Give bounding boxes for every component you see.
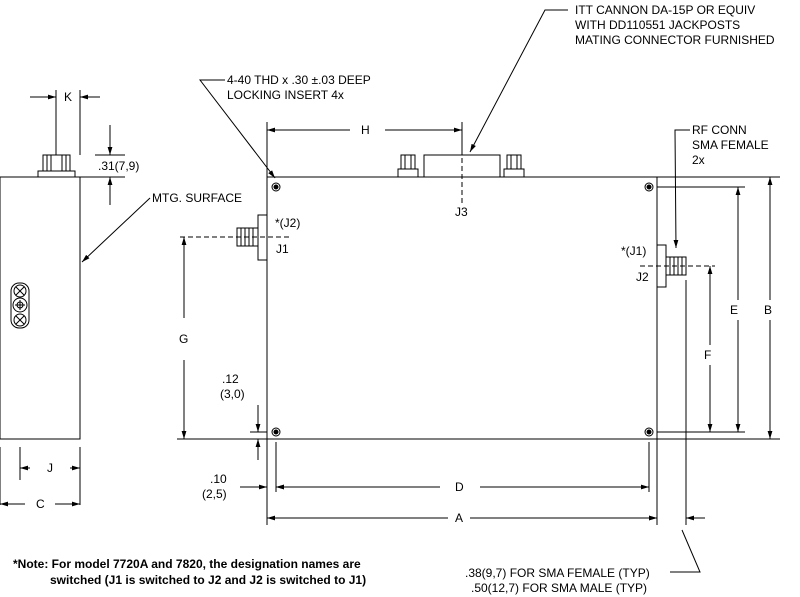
connector-callout-line1: ITT CANNON DA-15P OR EQUIV	[575, 3, 756, 17]
note-line2: switched (J1 is switched to J2 and J2 is…	[50, 573, 367, 587]
connector-callout-line3: MATING CONNECTOR FURNISHED	[575, 33, 775, 47]
dim-e: E	[730, 303, 739, 317]
mounting-holes	[271, 182, 654, 437]
rf-callout-line2: SMA FEMALE	[692, 138, 769, 152]
mtg-surface-label: MTG. SURFACE	[152, 191, 243, 205]
label-j2-alt: *(J1)	[621, 244, 647, 258]
dim-c: C	[36, 497, 45, 511]
dim-j: J	[47, 461, 53, 475]
side-connector	[37, 154, 76, 178]
dim-hole-inset-h-2: (2,5)	[202, 487, 227, 501]
insert-callout-line2: LOCKING INSERT 4x	[227, 88, 344, 102]
sma-offset-line1: .38(9,7) FOR SMA FEMALE (TYP)	[465, 566, 650, 580]
dim-d: D	[455, 480, 464, 494]
dim-a: A	[455, 511, 464, 525]
label-j2: J2	[636, 270, 649, 284]
side-view-body	[0, 176, 81, 440]
dim-hole-inset-h-1: .10	[210, 472, 227, 486]
side-sma-connector	[10, 282, 30, 329]
label-j3: J3	[455, 205, 468, 219]
j3-connector	[397, 154, 525, 178]
dim-g: G	[179, 332, 189, 346]
dim-connector-height: .31(7,9)	[98, 159, 140, 173]
main-view-body	[266, 176, 658, 440]
dim-hole-inset-v-2: (3,0)	[220, 387, 245, 401]
dim-b: B	[764, 303, 773, 317]
rf-callout-line1: RF CONN	[692, 123, 747, 137]
sma-offset-line2: .50(12,7) FOR SMA MALE (TYP)	[471, 581, 648, 595]
dim-hole-inset-v-1: .12	[222, 372, 239, 386]
dim-f: F	[704, 348, 712, 362]
note-line1: *Note: For model 7720A and 7820, the des…	[13, 557, 361, 571]
insert-callout-line1: 4-40 THD x .30 ±.03 DEEP	[227, 73, 371, 87]
label-j1: J1	[276, 242, 289, 256]
label-j1-alt: *(J2)	[275, 216, 301, 230]
dim-h: H	[361, 123, 370, 137]
connector-callout-line2: WITH DD110551 JACKPOSTS	[575, 18, 741, 32]
rf-callout-line3: 2x	[692, 153, 705, 167]
dim-k: K	[64, 90, 73, 104]
